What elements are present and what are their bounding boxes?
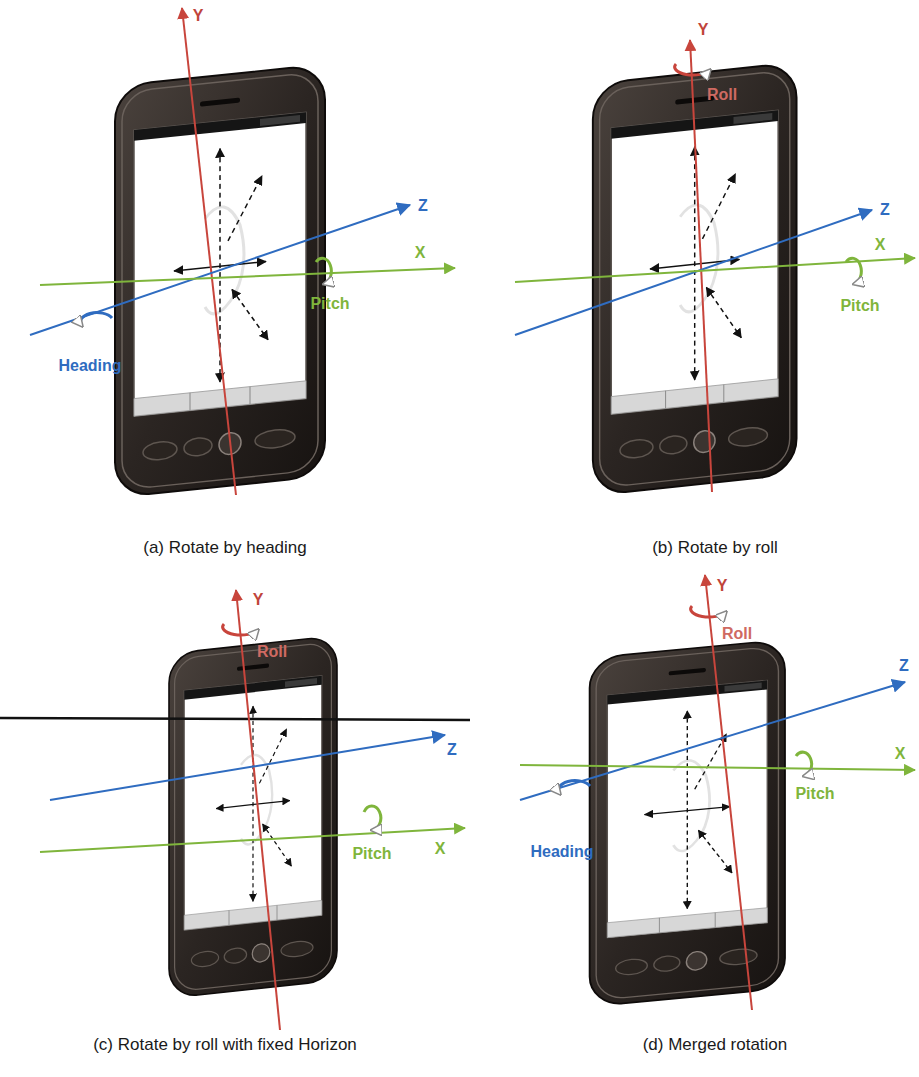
axis-label: X <box>895 745 906 763</box>
axis-label: Z <box>447 741 457 759</box>
rotation-label: Pitch <box>352 845 391 863</box>
horizon-line <box>0 718 470 720</box>
axis-label: X <box>435 840 446 858</box>
axis-label: X <box>415 244 426 262</box>
rotation-label: Roll <box>722 625 752 643</box>
subfigure-caption: (a) Rotate by heading <box>143 539 307 558</box>
axis-label: Y <box>698 21 709 39</box>
subfigure-caption: (c) Rotate by roll with fixed Horizon <box>93 1036 357 1055</box>
axis-label: Z <box>899 657 909 675</box>
axis-label: Y <box>193 7 204 25</box>
rotation-label: Pitch <box>840 297 879 315</box>
rotation-label: Pitch <box>795 785 834 803</box>
rotation-label: Heading <box>58 357 121 375</box>
rotation-label: Pitch <box>310 295 349 313</box>
rotation-label: Heading <box>530 843 593 861</box>
subfigure-caption: (b) Rotate by roll <box>652 539 778 558</box>
axis-label: Z <box>418 197 428 215</box>
subfigure-caption: (d) Merged rotation <box>643 1036 788 1055</box>
axis-label: X <box>875 236 886 254</box>
rotation-label: Roll <box>707 86 737 104</box>
rotation-label: Roll <box>257 643 287 661</box>
axis-label: Y <box>717 577 728 595</box>
axis-label: Y <box>253 591 264 609</box>
axis-label: Z <box>880 201 890 219</box>
